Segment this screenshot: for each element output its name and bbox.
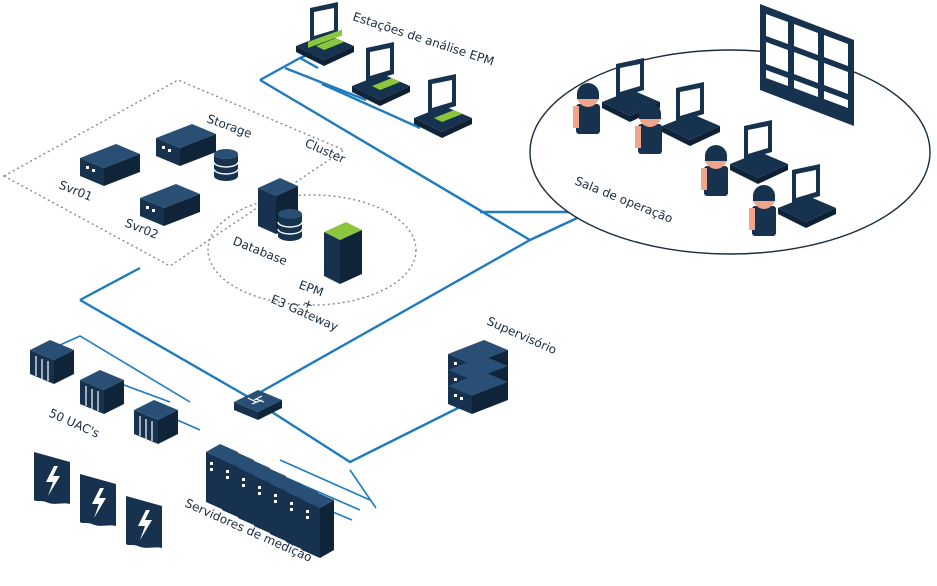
supervisory-servers xyxy=(448,340,508,414)
control-room-zone xyxy=(529,49,931,255)
label-cluster: Cluster xyxy=(303,136,348,166)
label-uacs: 50 UAC's xyxy=(47,406,102,441)
video-wall xyxy=(760,4,854,126)
storage-server xyxy=(156,124,239,182)
cluster-zone xyxy=(2,79,346,267)
network-links xyxy=(59,44,591,521)
analysis-workstations xyxy=(296,2,472,138)
label-svr01: Svr01 xyxy=(57,178,95,204)
network-switch xyxy=(234,390,282,420)
label-plus: + xyxy=(301,296,315,313)
label-epm: EPM xyxy=(297,278,325,300)
svr01-server xyxy=(80,144,140,186)
database-zone xyxy=(207,194,417,306)
database-server xyxy=(258,178,303,242)
epm-gateway-server xyxy=(324,222,362,284)
uac-cabinets xyxy=(29,339,179,445)
svr02-server xyxy=(140,184,200,226)
energy-meters xyxy=(34,452,162,548)
